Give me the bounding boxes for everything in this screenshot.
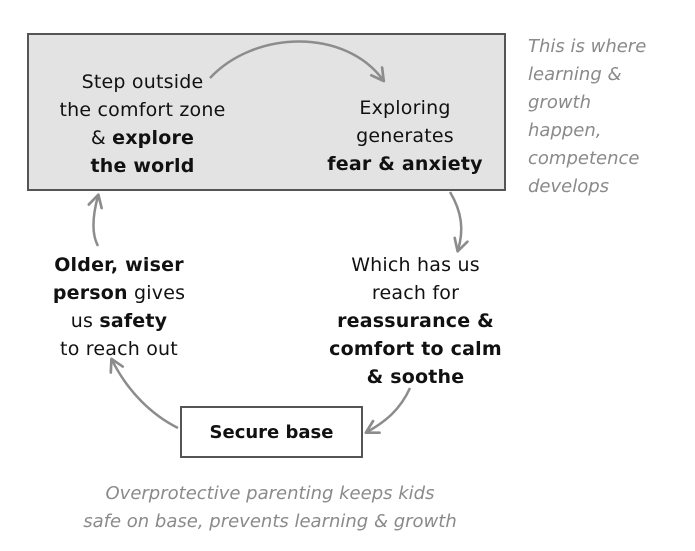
arrow-older-to-explore <box>87 193 103 247</box>
text-line: Step outside <box>35 68 250 96</box>
text-segment: Older, wiser <box>54 254 184 276</box>
text-line: to reach out <box>30 335 208 363</box>
text-line: competence <box>528 148 640 169</box>
text-segment: Exploring <box>359 97 451 119</box>
text-line: develops <box>528 176 610 197</box>
arrow-reassurance-to-base <box>364 387 412 434</box>
exploring-text: Exploring generates fear & anxiety <box>310 94 500 178</box>
text-segment: reassurance & <box>337 310 494 332</box>
text-segment: & soothe <box>366 366 465 388</box>
text-segment: & <box>90 127 113 149</box>
text-line: Overprotective parenting keeps kids <box>105 483 435 504</box>
text-segment: us <box>70 310 100 332</box>
text-line: person gives <box>30 279 208 307</box>
text-segment: to reach out <box>60 338 178 360</box>
side-note: This is where learning & growth happen, comp… <box>528 33 688 201</box>
text-line: us safety <box>30 307 208 335</box>
text-line: comfort to calm <box>318 335 513 363</box>
text-segment: explore <box>112 127 195 149</box>
text-line: & explore <box>35 124 250 152</box>
text-segment: comfort to calm <box>329 338 502 360</box>
text-line: reach for <box>318 279 513 307</box>
arrow-base-to-older <box>109 357 179 430</box>
text-line: Which has us <box>318 251 513 279</box>
arrow-explore-to-fear <box>209 40 386 83</box>
text-line: the comfort zone <box>35 96 250 124</box>
text-line: reassurance & <box>318 307 513 335</box>
text-segment: generates <box>356 125 454 147</box>
text-segment: fear & anxiety <box>327 153 483 175</box>
secure-base-label: Secure base <box>209 421 334 443</box>
text-line: fear & anxiety <box>310 150 500 178</box>
text-line: Older, wiser <box>30 251 208 279</box>
text-segment: safety <box>99 310 168 332</box>
text-line: the world <box>35 152 250 180</box>
text-line: Exploring <box>310 94 500 122</box>
text-segment: gives <box>127 282 186 304</box>
comfort-zone-box <box>27 33 506 191</box>
secure-base-box: Secure base <box>180 406 363 458</box>
reassurance-text: Which has us reach for reassurance & comfor… <box>318 251 513 391</box>
text-segment: Step outside <box>81 71 204 93</box>
text-segment: Which has us <box>351 254 480 276</box>
footnote: Overprotective parenting keeps kids safe … <box>0 480 540 536</box>
text-line: This is where <box>528 36 647 57</box>
text-line: happen, <box>528 120 602 141</box>
text-segment: the comfort zone <box>59 99 226 121</box>
step-outside-text: Step outside the comfort zone & explore the… <box>35 68 250 180</box>
text-line: & soothe <box>318 363 513 391</box>
text-segment: person <box>52 282 128 304</box>
text-line: learning & <box>528 64 622 85</box>
text-line: growth <box>528 92 592 113</box>
text-line: generates <box>310 122 500 150</box>
text-segment: reach for <box>371 282 460 304</box>
text-line: safe on base, prevents learning & growth <box>83 511 457 532</box>
arrow-fear-to-reassurance <box>448 191 469 253</box>
text-segment: the world <box>90 155 195 177</box>
